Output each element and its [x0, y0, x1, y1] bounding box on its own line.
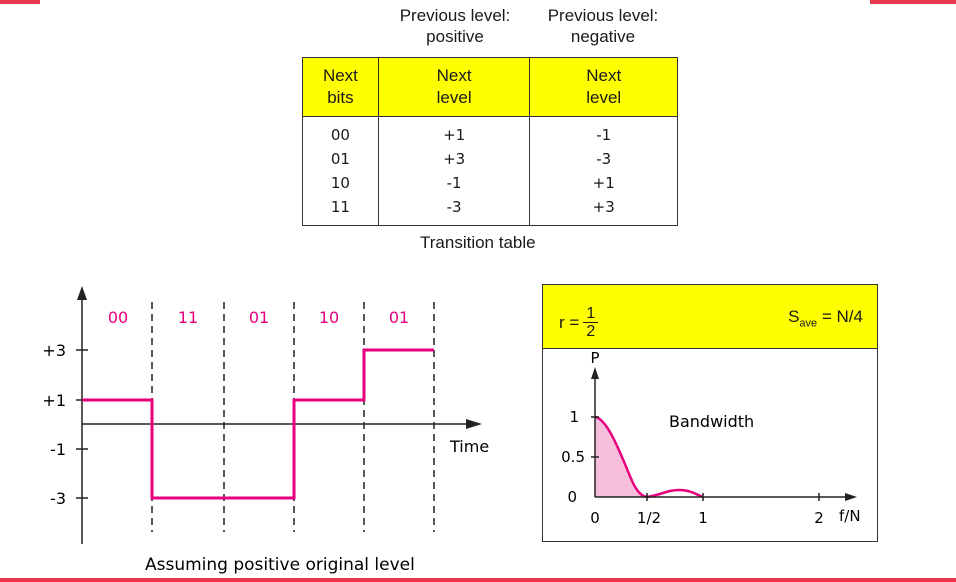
bit-group-4: 10	[319, 308, 339, 327]
psd-ytick-label-0: 0	[567, 488, 577, 506]
table-row: 11 -3 +3	[302, 195, 678, 226]
header-positive-line2: positive	[426, 27, 484, 46]
cell-negative: +3	[529, 195, 678, 226]
psd-xtick-label-1: 1	[698, 509, 708, 527]
cell-positive: +3	[377, 147, 531, 171]
signal-diagram: +3 +1 -1 -3 00 11 01 10 01 Time Assuming…	[42, 286, 489, 575]
saverage-label: Save = N/4	[788, 307, 863, 330]
table-row: 00 +1 -1	[302, 116, 678, 147]
cell-positive: -1	[377, 171, 531, 195]
cell-bits: 00	[302, 116, 379, 147]
ytick-label-minus3: -3	[50, 489, 66, 508]
psd-x-label: f/N	[839, 507, 861, 525]
top-rule-left	[0, 0, 40, 4]
psd-xtick-label-0: 0	[590, 509, 600, 527]
psd-x-arrowhead	[845, 493, 857, 501]
cell-bits: 01	[302, 147, 379, 171]
psd-ytick-label-1: 1	[569, 408, 579, 426]
cell-bits: 10	[302, 171, 379, 195]
ratio-fraction: 1 2	[583, 305, 599, 340]
bottom-rule	[0, 578, 956, 582]
ytick-label-plus1: +1	[42, 391, 66, 410]
table-row: 10 -1 +1	[302, 171, 678, 195]
bit-group-3: 01	[249, 308, 269, 327]
top-rule-right	[870, 0, 956, 4]
cell-negative: +1	[529, 171, 678, 195]
psd-xtick-label-half: 1/2	[637, 509, 661, 527]
spectrum-panel: r = 1 2 Save = N/4 1 0.5 0 0 1/2 1	[542, 284, 878, 542]
cell-negative: -3	[529, 147, 678, 171]
header-previous-negative: Previous level: negative	[533, 5, 673, 47]
ratio-prefix: r =	[559, 312, 580, 332]
bandwidth-label: Bandwidth	[669, 412, 754, 431]
cell-positive: +1	[377, 116, 531, 147]
ytick-label-minus1: -1	[50, 440, 66, 459]
psd-xtick-label-2: 2	[814, 509, 824, 527]
cell-negative: -1	[529, 116, 678, 147]
spectrum-header: r = 1 2 Save = N/4	[543, 285, 877, 349]
psd-y-arrowhead	[591, 367, 599, 379]
ratio-label: r = 1 2	[559, 305, 599, 340]
transition-table-caption: Transition table	[420, 233, 536, 252]
ytick-label-plus3: +3	[42, 341, 66, 360]
bit-group-1: 00	[108, 308, 128, 327]
psd-y-label: P	[590, 349, 599, 367]
ratio-denominator: 2	[586, 323, 596, 340]
cell-bits: 11	[302, 195, 379, 226]
header-negative-line2: negative	[570, 27, 636, 46]
psd-ytick-label-05: 0.5	[561, 448, 585, 466]
signal-time-arrowhead	[466, 419, 482, 429]
time-axis-label: Time	[449, 437, 489, 456]
spectrum-plot: 1 0.5 0 0 1/2 1 2 P f/N Bandwidth	[561, 349, 861, 527]
table-row: 01 +3 -3	[302, 147, 678, 171]
cell-positive: -3	[377, 195, 531, 226]
ratio-numerator: 1	[583, 305, 599, 323]
bit-group-2: 11	[178, 308, 198, 327]
header-previous-positive: Previous level: positive	[385, 5, 525, 47]
signal-waveform	[82, 348, 434, 500]
signal-caption: Assuming positive original level	[145, 555, 415, 575]
header-negative-line1: Previous level:	[547, 6, 659, 25]
header-positive-line1: Previous level:	[399, 6, 511, 25]
bit-group-5: 01	[389, 308, 409, 327]
signal-y-arrowhead	[77, 286, 87, 300]
